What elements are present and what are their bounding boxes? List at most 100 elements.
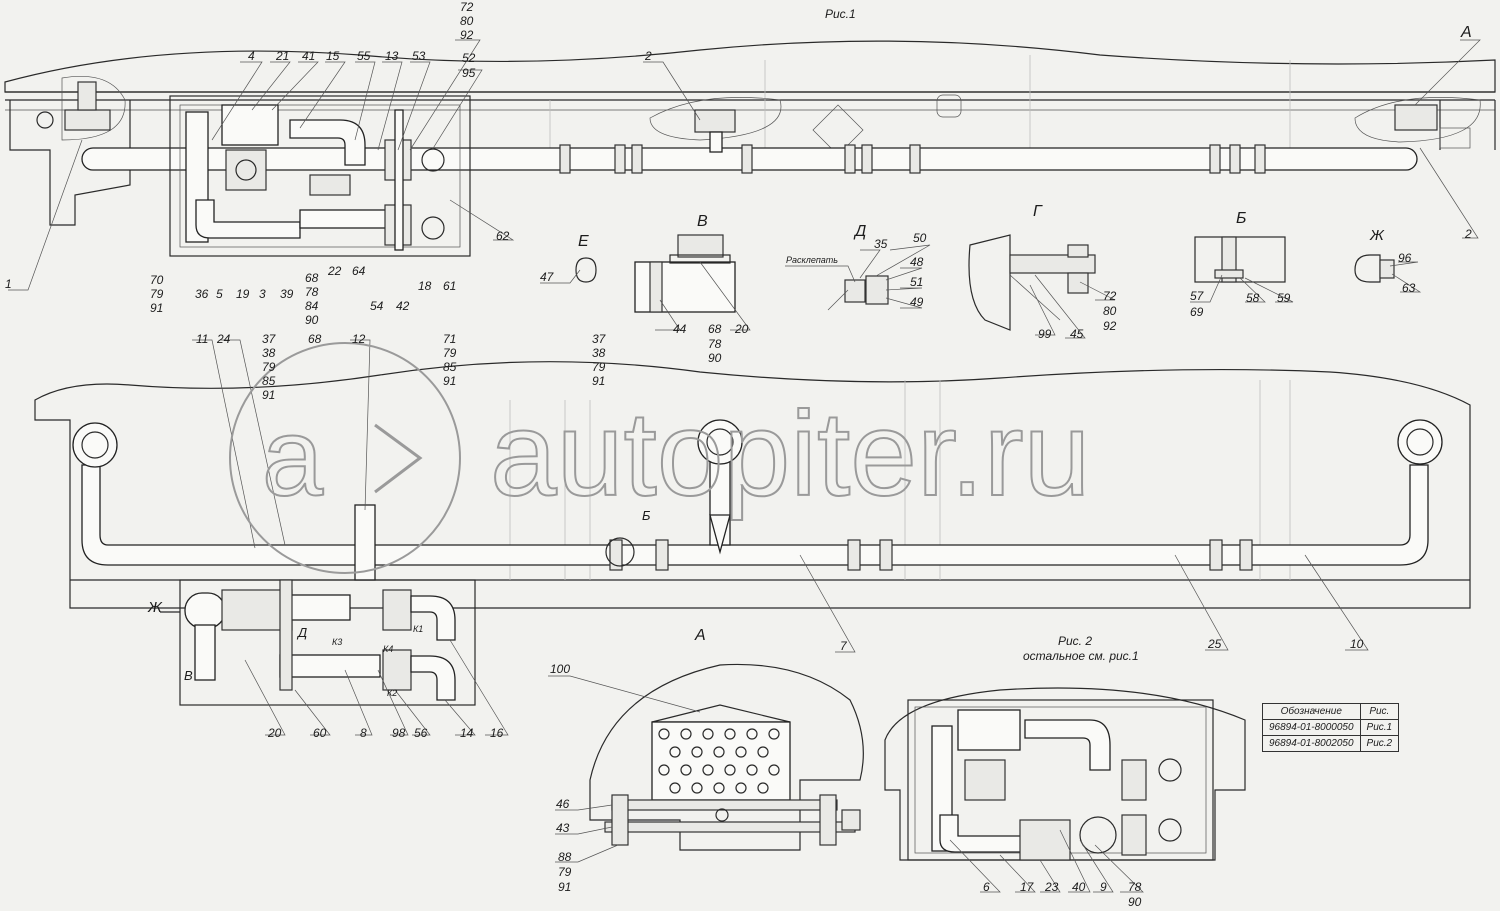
callout: 92 <box>1103 319 1117 333</box>
view-mark: Б <box>642 508 651 523</box>
port-labels: К1 К2 К3 К4 <box>332 624 423 698</box>
callout: 68 <box>708 322 722 336</box>
view-mark: В <box>184 668 193 683</box>
watermark-text: autopiter.ru <box>490 387 1090 521</box>
rivet-note: Расклепать <box>786 255 838 265</box>
port-label: К3 <box>332 637 342 647</box>
fig2-frame <box>34 339 1471 653</box>
table-cell: Рис.1 <box>1359 719 1400 736</box>
callout: 79 <box>262 360 276 374</box>
view-letter: Д <box>853 223 866 240</box>
callout: 50 <box>913 231 927 245</box>
callout: 1 <box>5 277 12 291</box>
callout: 48 <box>910 255 924 269</box>
callout: 36 <box>195 287 209 301</box>
callout: 53 <box>412 49 426 63</box>
callout: 4 <box>248 49 255 63</box>
callouts-bottom: 20 60 8 98 56 14 16 100 46 43 88 79 91 6… <box>267 662 1142 909</box>
callout: 58 <box>1246 291 1260 305</box>
view-letters: А А В Г Д Е Б Б Ж Ж В Д <box>147 24 1472 683</box>
callout: 98 <box>392 726 406 740</box>
leader-lines-top <box>8 39 1481 291</box>
designation-table: Обозначение Рис. 96894-01-8000050 Рис.1 … <box>1262 703 1400 752</box>
view-mark: Д <box>296 625 307 640</box>
callout: 62 <box>496 229 510 243</box>
callout: 72 <box>1103 289 1117 303</box>
callout: 37 <box>592 332 607 346</box>
callout: 8 <box>360 726 367 740</box>
callout: 49 <box>910 295 924 309</box>
view-mark: Ж <box>147 599 163 616</box>
callout: 78 <box>708 337 722 351</box>
callout: 91 <box>262 388 275 402</box>
callout: 6 <box>983 880 990 894</box>
callout: 13 <box>385 49 399 63</box>
pump-unit-fig2-detail <box>884 687 1246 893</box>
callout: 70 <box>150 273 164 287</box>
filter-left <box>36 75 126 141</box>
callout: 42 <box>396 299 410 313</box>
callout: 12 <box>352 332 366 346</box>
callout: 80 <box>1103 304 1117 318</box>
watermark-logo-a: a <box>262 396 324 519</box>
table-header-cell: Рис. <box>1359 703 1400 720</box>
callout: 69 <box>1190 305 1204 319</box>
callout: 79 <box>443 346 457 360</box>
callout: 84 <box>305 299 319 313</box>
callout: 5 <box>216 287 223 301</box>
callout: 91 <box>150 301 163 315</box>
callout: 15 <box>326 49 340 63</box>
callout: 45 <box>1070 327 1084 341</box>
callout: 60 <box>313 726 327 740</box>
callout: 78 <box>305 285 319 299</box>
callout: 25 <box>1207 637 1222 651</box>
table-header-row: Обозначение Рис. <box>1262 703 1400 720</box>
port-label: К2 <box>387 688 397 698</box>
view-letter: Е <box>578 233 589 250</box>
callout: 44 <box>673 322 687 336</box>
callout: 63 <box>1402 281 1416 295</box>
callout: 79 <box>558 865 572 879</box>
callout: 47 <box>540 270 555 284</box>
callout: 39 <box>280 287 294 301</box>
callouts-top: 4 21 41 15 55 13 53 52 95 2 2 1 62 70 79… <box>5 49 1472 327</box>
callout: 38 <box>262 346 276 360</box>
callout: 2 <box>644 49 652 63</box>
callout: 91 <box>592 374 605 388</box>
port-label: К1 <box>413 624 423 634</box>
callout: 51 <box>910 275 923 289</box>
callout: 68 <box>308 332 322 346</box>
callout: 91 <box>443 374 456 388</box>
callout: 79 <box>592 360 606 374</box>
pipe-couplings-top <box>559 144 1266 174</box>
callout: 79 <box>150 287 164 301</box>
callout: 72 <box>460 0 474 14</box>
callout-stack-top: 72 80 92 <box>460 0 474 42</box>
view-letter: Ж <box>1369 227 1385 244</box>
callout: 71 <box>443 332 456 346</box>
view-letter: В <box>697 213 708 230</box>
callout: 99 <box>1038 327 1052 341</box>
callout: 90 <box>708 351 722 365</box>
callout: 56 <box>414 726 428 740</box>
callout: 2 <box>1464 227 1472 241</box>
port-label: К4 <box>383 644 393 654</box>
fig1-title: Рис.1 <box>825 7 856 21</box>
callouts-mid: 11 24 37 38 79 85 91 68 12 71 79 85 91 3… <box>196 332 1364 653</box>
table-header-cell: Обозначение <box>1262 703 1361 720</box>
fig1-frame <box>4 39 1496 291</box>
detail-A <box>548 663 864 863</box>
callout: 91 <box>558 880 571 894</box>
callout: 38 <box>592 346 606 360</box>
callout: 17 <box>1020 880 1035 894</box>
table-row: 96894-01-8000050 Рис.1 <box>1262 719 1400 736</box>
callout: 21 <box>275 49 289 63</box>
callout: 16 <box>490 726 504 740</box>
pump-unit-fig1 <box>169 95 471 257</box>
callout: 10 <box>1350 637 1364 651</box>
callout: 24 <box>216 332 231 346</box>
table-cell: 96894-01-8002050 <box>1262 735 1361 752</box>
callout: 64 <box>352 264 366 278</box>
callout: 11 <box>196 332 208 346</box>
